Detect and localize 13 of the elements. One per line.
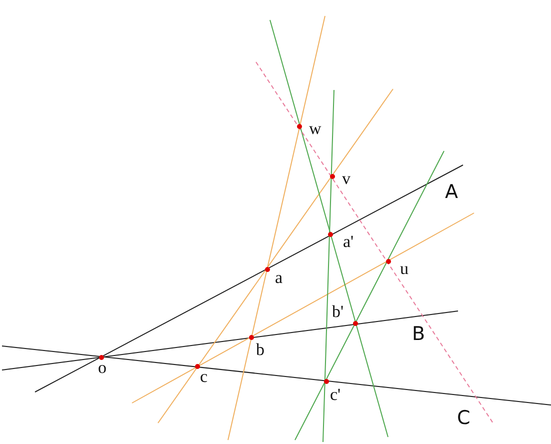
- line-label: B: [412, 324, 426, 344]
- point-label: a: [275, 269, 283, 287]
- point-label: c': [330, 386, 341, 404]
- point-label: u: [400, 260, 408, 278]
- point-label: c: [200, 368, 208, 386]
- point-label: v: [342, 170, 350, 188]
- point-label: w: [309, 120, 322, 138]
- line-label: C: [457, 408, 470, 428]
- line-label: A: [445, 182, 458, 202]
- point-label: o: [98, 359, 106, 377]
- point-label: a': [343, 233, 354, 251]
- point-label: b': [332, 303, 344, 321]
- point-label: b: [256, 341, 264, 359]
